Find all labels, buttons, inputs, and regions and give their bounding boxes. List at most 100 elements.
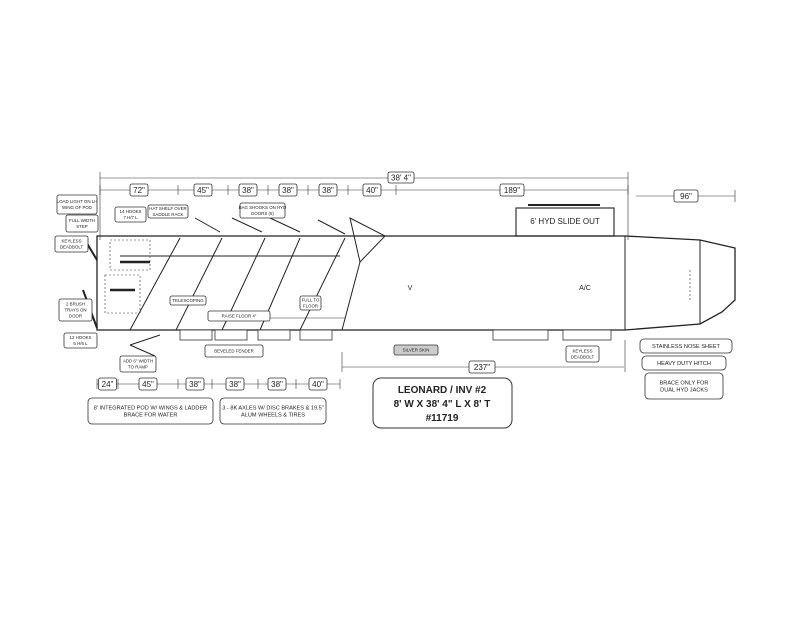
label-text: 2 BRUSH xyxy=(66,302,85,307)
label-beveled-fender: BEVELED FENDER xyxy=(204,344,264,358)
label-text: FULL TO xyxy=(302,298,320,303)
label-nose-sheet: STAINLESS NOSE SHEET xyxy=(639,338,733,354)
dimension-box xyxy=(267,377,287,391)
label-text: TELESCOPING xyxy=(172,298,204,303)
dimension-label: 40" xyxy=(312,380,324,389)
label-text: FLOOR xyxy=(303,304,318,309)
label-telescoping: TELESCOPING xyxy=(169,295,207,306)
v-marker: V xyxy=(408,285,413,292)
label-text: BRACE ONLY FOR xyxy=(660,380,709,386)
label-text: DUAL HYD JACKS xyxy=(660,388,708,394)
dimension-label: 40" xyxy=(366,186,378,195)
slide-out: 6' HYD SLIDE OUT xyxy=(515,204,615,237)
label-text: 12 HOOKS xyxy=(70,335,92,340)
label-text: SILVER SKIN xyxy=(403,348,430,353)
label-raise-floor: RAISE FLOOR 4" xyxy=(207,310,271,322)
label-text: HEAVY DUTY HITCH xyxy=(657,361,711,367)
label-text: DEADBOLT xyxy=(571,355,595,360)
label-text: DOOR xyxy=(69,314,82,319)
dimension-box xyxy=(362,183,382,197)
label-text: STAINLESS NOSE SHEET xyxy=(652,344,721,350)
label-text: 8' INTEGRATED POD W/ WINGS & LADDER xyxy=(94,405,207,411)
label-text: HAT SHELF OVER xyxy=(149,206,186,211)
dimension-label: 38" xyxy=(242,186,254,195)
label-axles: 3 - 8K AXLES W/ DISC BRAKES & 19.5" ALUM … xyxy=(219,397,327,425)
dimension-label: 38" xyxy=(271,380,283,389)
label-text: BRACE FOR WATER xyxy=(124,413,178,419)
dimension-label: 38" xyxy=(189,380,201,389)
dimension-box xyxy=(98,377,117,391)
dimension-label: 72" xyxy=(133,186,145,195)
trailer-body: V A/C xyxy=(82,217,736,357)
label-text: SADDLE RACK xyxy=(153,212,184,217)
overall-length-label: 38' 4" xyxy=(391,174,411,183)
title-dimensions: 8' W X 38' 4" L X 8' T xyxy=(394,399,491,410)
dimension-box xyxy=(129,183,149,197)
dimension-box xyxy=(308,377,328,391)
label-text: KEYLESS xyxy=(572,349,592,354)
top-dimensions: 72" 45" 38" 38" 38" 40" 189" xyxy=(99,183,629,197)
dimension-box xyxy=(185,377,205,391)
label-text: BAG SHOOKS ON HYD xyxy=(239,205,287,210)
label-text: WING OF POD xyxy=(62,205,92,210)
label-text: 3 - 8K AXLES W/ DISC BRAKES & 19.5" xyxy=(222,405,323,411)
bottom-dimensions: 24" 45" 38" 38" 38" 40" xyxy=(96,377,341,391)
dimension-label: 45" xyxy=(142,380,154,389)
label-text: TO RAMP xyxy=(128,365,148,370)
dimension-box xyxy=(278,183,298,197)
label-text: RAISE FLOOR 4" xyxy=(222,314,257,319)
dimension-box xyxy=(238,183,258,197)
label-hitch: HEAVY DUTY HITCH xyxy=(641,355,727,371)
nose-dimension-label: 96" xyxy=(680,192,692,201)
label-text: ALUM WHEELS & TIRES xyxy=(241,413,305,419)
title-stock-number: #11719 xyxy=(426,413,459,424)
dimension-label: 45" xyxy=(197,186,209,195)
label-text: STEP xyxy=(76,224,88,229)
label-text: 6 H/6 L xyxy=(73,341,88,346)
label-text: 7 H/7 L xyxy=(123,215,138,220)
dimension-label: 38" xyxy=(282,186,294,195)
nose-dimension: 96" xyxy=(636,189,736,203)
slide-out-label: 6' HYD SLIDE OUT xyxy=(530,217,600,226)
label-text: KEYLESS xyxy=(61,239,81,244)
title-customer: LEONARD / INV #2 xyxy=(398,385,487,396)
label-text: BEVELED FENDER xyxy=(214,349,254,354)
label-pod: 8' INTEGRATED POD W/ WINGS & LADDER BRACE… xyxy=(87,397,214,425)
label-text: DEADBOLT xyxy=(60,245,84,250)
label-text: TRAYS ON xyxy=(64,308,86,313)
label-text: 14 HOOKS xyxy=(120,209,142,214)
dimension-label: 38" xyxy=(322,186,334,195)
dimension-label: 38" xyxy=(229,380,241,389)
dimension-box xyxy=(138,377,158,391)
label-brace: BRACE ONLY FOR DUAL HYD JACKS xyxy=(644,372,724,400)
ac-marker: A/C xyxy=(579,285,591,292)
label-text: LOAD LIGHT ON LH xyxy=(57,199,98,204)
dimension-box xyxy=(318,183,338,197)
title-block: LEONARD / INV #2 8' W X 38' 4" L X 8' T … xyxy=(372,377,513,429)
label-text: FULL WIDTH xyxy=(69,218,95,223)
dimension-box xyxy=(499,183,525,197)
label-text: DOORS (5) xyxy=(251,211,274,216)
rear-dimension-label: 237" xyxy=(474,363,490,372)
dimension-box xyxy=(225,377,245,391)
rear-dimension: 237" xyxy=(341,340,626,374)
dimension-label: 189" xyxy=(504,186,520,195)
dimension-label: 24" xyxy=(102,380,114,389)
label-text: ADD 6" WIDTH xyxy=(123,359,153,364)
label-silver-skin: SILVER SKIN xyxy=(393,344,439,356)
overall-length-dimension: 38' 4" xyxy=(99,171,629,240)
dimension-box xyxy=(193,183,213,197)
